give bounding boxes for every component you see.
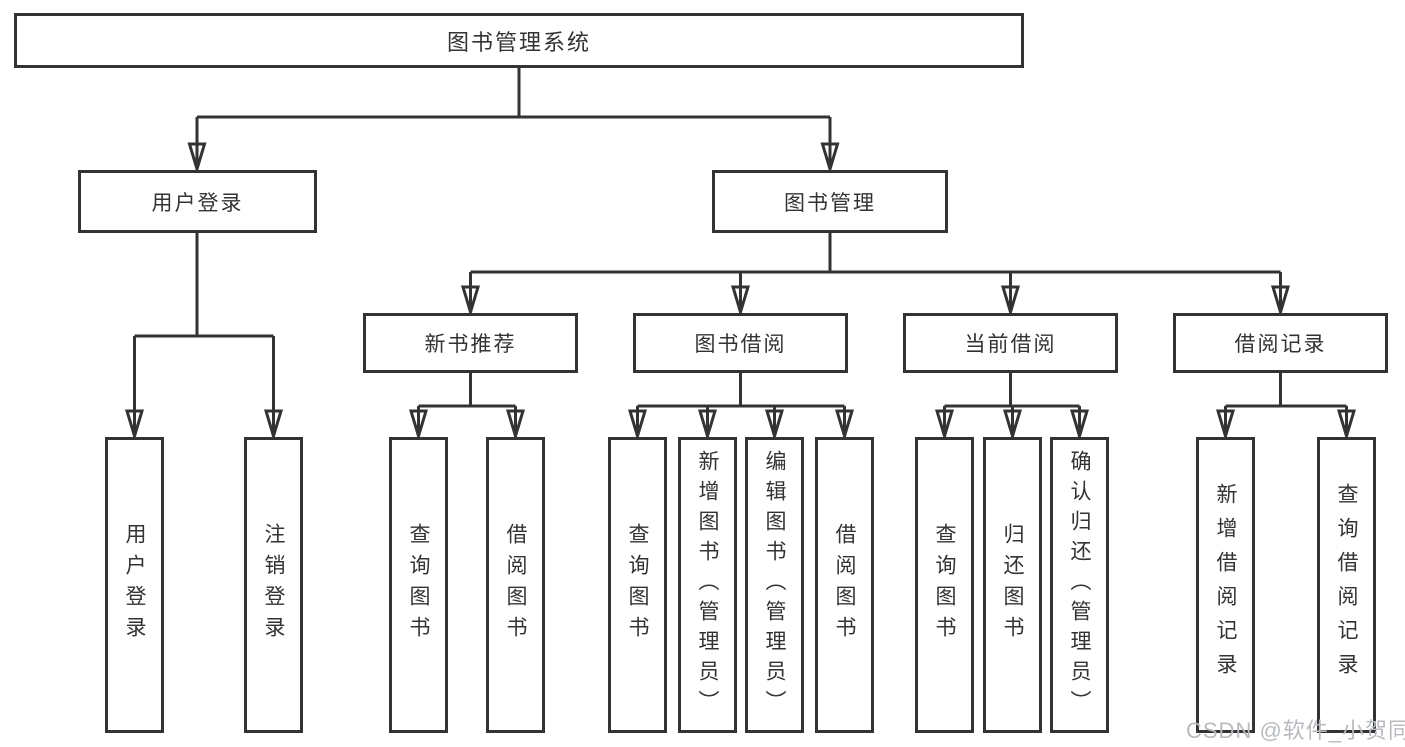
node-label: 新书推荐 [424, 333, 517, 356]
connector-new-book-recommend-to-children [408, 373, 526, 442]
node-label: 查询图书 [933, 523, 956, 647]
leaf-br-add-record: 新增借阅记录 [1196, 437, 1255, 733]
node-label: 用户登录 [151, 191, 244, 215]
node-book-management: 图书管理 [712, 170, 948, 233]
connector-borrow-record-to-children [1215, 373, 1357, 442]
connector-root-to-branches [187, 68, 840, 175]
node-label: 归还图书 [1001, 523, 1024, 647]
node-label: 图书管理系统 [446, 29, 591, 55]
leaf-nbr-borrow-book: 借阅图书 [486, 437, 545, 733]
leaf-user-login: 用户登录 [105, 437, 164, 733]
leaf-bb-add-book-admin: 新增图书（管理员） [678, 437, 737, 733]
node-new-book-recommend: 新书推荐 [363, 313, 578, 373]
connector-user-login-to-children [124, 233, 284, 442]
leaf-nbr-query-book: 查询图书 [389, 437, 448, 733]
node-library-management-system: 图书管理系统 [14, 13, 1024, 68]
leaf-bb-query-book: 查询图书 [608, 437, 667, 733]
node-label: 编辑图书（管理员） [763, 450, 786, 720]
node-label: 借阅图书 [504, 523, 527, 647]
node-label: 借阅记录 [1234, 333, 1327, 356]
node-label: 确认归还（管理员） [1068, 450, 1091, 720]
node-current-borrow: 当前借阅 [903, 313, 1118, 373]
node-label: 借阅图书 [833, 523, 856, 647]
node-label: 当前借阅 [964, 333, 1057, 356]
leaf-cb-query-book: 查询图书 [915, 437, 974, 733]
node-label: 图书借阅 [694, 333, 787, 356]
node-user-login: 用户登录 [78, 170, 317, 233]
leaf-bb-edit-book-admin: 编辑图书（管理员） [745, 437, 804, 733]
node-borrow-record: 借阅记录 [1173, 313, 1388, 373]
node-label: 查询图书 [407, 523, 430, 647]
node-label: 查询图书 [626, 523, 649, 647]
watermark-csdn: CSDN @软件_小贺同学 [1186, 718, 1405, 743]
node-label: 查询借阅记录 [1335, 483, 1358, 687]
leaf-bb-borrow-book: 借阅图书 [815, 437, 874, 733]
node-label: 用户登录 [123, 523, 146, 647]
connector-book-borrow-to-children [627, 373, 855, 442]
leaf-br-query-record: 查询借阅记录 [1317, 437, 1376, 733]
node-label: 新增图书（管理员） [696, 450, 719, 720]
connector-current-borrow-to-children [934, 373, 1090, 442]
leaf-cb-return-book: 归还图书 [983, 437, 1042, 733]
node-book-borrow: 图书借阅 [633, 313, 848, 373]
leaf-logout-login: 注销登录 [244, 437, 303, 733]
node-label: 注销登录 [262, 523, 285, 647]
node-label: 新增借阅记录 [1214, 483, 1237, 687]
connector-book-management-to-children [460, 233, 1291, 318]
leaf-cb-confirm-return-admin: 确认归还（管理员） [1050, 437, 1109, 733]
node-label: 图书管理 [784, 191, 876, 215]
